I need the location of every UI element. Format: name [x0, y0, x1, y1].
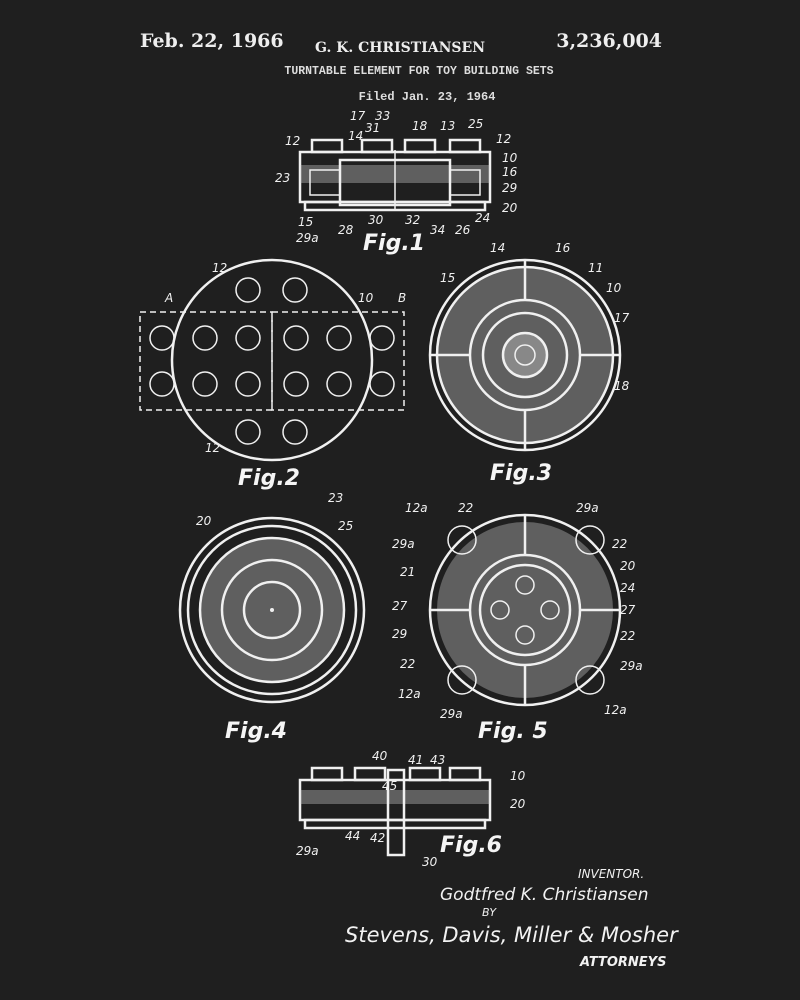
signature-block: INVENTOR. Godtfred K. Christiansen BY St… — [345, 867, 679, 970]
reference-numeral: 20 — [196, 514, 212, 528]
figure-3-top-view: 14 16 15 11 10 17 18 Fig.3 — [428, 241, 630, 486]
figure-2-label: Fig.2 — [238, 466, 300, 491]
reference-numeral: 23 — [328, 491, 343, 505]
patent-date: Feb. 22, 1966 — [140, 30, 284, 52]
reference-numeral: 31 — [365, 121, 380, 135]
reference-numeral: 20 — [510, 797, 526, 811]
reference-numeral: 42 — [370, 831, 385, 845]
reference-numeral: 29 — [392, 627, 407, 641]
reference-numeral: 29a — [296, 231, 319, 245]
attorneys-heading: ATTORNEYS — [579, 955, 666, 970]
filed-date: Filed Jan. 23, 1964 — [359, 90, 496, 104]
reference-numeral: 12a — [398, 687, 421, 701]
inventor-heading: INVENTOR. — [578, 867, 644, 881]
reference-numeral: 27 — [620, 603, 636, 617]
reference-numeral: A — [164, 291, 173, 305]
reference-numeral: 43 — [430, 753, 445, 767]
reference-numeral: 33 — [375, 109, 390, 123]
reference-numeral: 20 — [620, 559, 636, 573]
inventor-name: G. K. CHRISTIANSEN — [315, 40, 485, 56]
reference-numeral: 18 — [412, 119, 428, 133]
reference-numeral: 22 — [400, 657, 415, 671]
figure-3-label: Fig.3 — [490, 461, 552, 486]
attorneys-signature: Stevens, Davis, Miller & Mosher — [345, 923, 679, 947]
reference-numeral: 20 — [502, 201, 518, 215]
reference-numeral: 25 — [338, 519, 353, 533]
figure-5-bottom-view: 12a 22 29a 29a 22 21 20 24 27 27 29 22 2… — [392, 501, 643, 744]
reference-numeral: 12 — [285, 134, 300, 148]
figure-4-bottom-view: 23 20 25 Fig.4 — [178, 491, 366, 744]
figure-2-top-view: 12 A 10 B 12 Fig.2 — [139, 258, 406, 491]
reference-numeral: 12a — [604, 703, 627, 717]
reference-numeral: 30 — [422, 855, 438, 869]
reference-numeral: 22 — [612, 537, 627, 551]
reference-numeral: 29a — [620, 659, 643, 673]
figure-1-label: Fig.1 — [363, 231, 425, 256]
reference-numeral: 10 — [606, 281, 622, 295]
figure-6-label: Fig.6 — [440, 833, 502, 858]
reference-numeral: 29a — [392, 537, 415, 551]
reference-numeral: 11 — [588, 261, 603, 275]
reference-numeral: 27 — [392, 599, 408, 613]
reference-numeral: 28 — [338, 223, 354, 237]
patent-title: TURNTABLE ELEMENT FOR TOY BUILDING SETS — [284, 65, 553, 78]
reference-numeral: 12 — [212, 261, 227, 275]
reference-numeral: 29a — [576, 501, 599, 515]
reference-numeral: 16 — [502, 165, 518, 179]
reference-numeral: 29a — [296, 844, 319, 858]
reference-numeral: 21 — [400, 565, 415, 579]
reference-numeral: 32 — [405, 213, 420, 227]
reference-numeral: 22 — [458, 501, 473, 515]
reference-numeral: 22 — [620, 629, 635, 643]
reference-numeral: 13 — [440, 119, 455, 133]
reference-numeral: 34 — [430, 223, 445, 237]
reference-numeral: 24 — [620, 581, 635, 595]
reference-numeral: 30 — [368, 213, 384, 227]
reference-numeral: 44 — [345, 829, 360, 843]
reference-numeral: 16 — [555, 241, 571, 255]
reference-numeral: 23 — [275, 171, 290, 185]
patent-number: 3,236,004 — [556, 30, 662, 52]
reference-numeral: 12 — [205, 441, 220, 455]
reference-numeral: 17 — [350, 109, 366, 123]
reference-numeral: B — [398, 291, 406, 305]
reference-numeral: 25 — [468, 117, 483, 131]
reference-numeral: 29 — [502, 181, 517, 195]
reference-numeral: 26 — [455, 223, 471, 237]
reference-numeral: 24 — [475, 211, 490, 225]
figure-4-label: Fig.4 — [225, 719, 287, 744]
reference-numeral: 29a — [440, 707, 463, 721]
inventor-signature: Godtfred K. Christiansen — [440, 885, 649, 905]
reference-numeral: 17 — [614, 311, 630, 325]
reference-numeral: 18 — [614, 379, 630, 393]
reference-numeral: 14 — [490, 241, 505, 255]
reference-numeral: 41 — [408, 753, 423, 767]
reference-numeral: 10 — [502, 151, 518, 165]
reference-numeral: 12 — [496, 132, 511, 146]
by-label: BY — [482, 906, 497, 919]
reference-numeral: 12a — [405, 501, 428, 515]
figure-1-cross-section: 12 17 33 14 31 18 13 25 12 10 16 23 29 2… — [275, 109, 518, 256]
reference-numeral: 15 — [298, 215, 313, 229]
reference-numeral: 45 — [382, 779, 397, 793]
reference-numeral: 40 — [372, 749, 388, 763]
figure-6-cross-section: 40 41 43 45 10 20 29a 44 42 30 Fig.6 — [296, 749, 526, 869]
reference-numeral: 10 — [358, 291, 374, 305]
figure-5-label: Fig. 5 — [478, 719, 548, 744]
reference-numeral: 14 — [348, 129, 363, 143]
reference-numeral: 10 — [510, 769, 526, 783]
reference-numeral: 15 — [440, 271, 455, 285]
